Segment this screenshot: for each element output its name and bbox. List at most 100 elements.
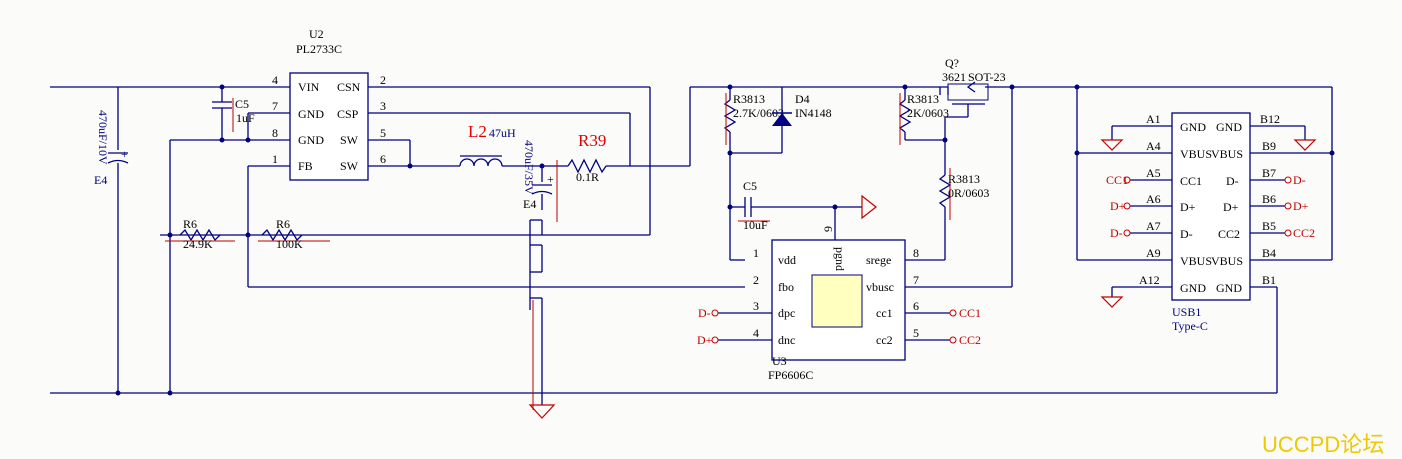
r39-ref: R39 (578, 131, 606, 150)
ground-rail (50, 287, 1278, 394)
r6b-value: 100K (276, 237, 303, 251)
r3813a-ref: R3813 (733, 92, 765, 106)
svg-text:6: 6 (913, 299, 919, 313)
q-value: 3621 (942, 70, 966, 84)
svg-text:VIN: VIN (298, 80, 320, 94)
e4-left-capacitor: + 470uF/10V E4 (94, 87, 129, 393)
svg-text:CC1: CC1 (1180, 174, 1202, 188)
e4-mid-capacitor: + 470uF/35V E4 (522, 140, 558, 222)
r3813c-ref: R3813 (948, 172, 980, 186)
svg-text:CSP: CSP (337, 107, 359, 121)
svg-text:CC2: CC2 (1293, 226, 1315, 240)
r3813-2k-resistor: R3813 2K/0603 (898, 84, 949, 145)
svg-text:D+: D+ (1110, 199, 1126, 213)
u3-net-dminus: D- (698, 306, 711, 320)
r39-value: 0.1R (576, 170, 599, 184)
d4-value: IN4148 (795, 106, 832, 120)
svg-text:VBUS: VBUS (1180, 254, 1212, 268)
svg-text:6: 6 (380, 152, 386, 166)
u3-net-dplus: D+ (697, 333, 713, 347)
svg-text:D+: D+ (1223, 200, 1239, 214)
svg-text:B9: B9 (1262, 139, 1276, 153)
r6-24k9-resistor: R6 24.9K (165, 217, 235, 251)
q-pkg: SOT-23 (968, 70, 1006, 84)
svg-text:D-: D- (1180, 227, 1193, 241)
u3-net-cc1: CC1 (959, 306, 981, 320)
l2-ref: L2 (468, 122, 487, 141)
u2-part: PL2733C (296, 42, 342, 56)
svg-text:fbo: fbo (778, 280, 794, 294)
svg-text:GND: GND (1216, 281, 1242, 295)
svg-text:cc1: cc1 (876, 306, 893, 320)
svg-text:D-: D- (1293, 173, 1306, 187)
svg-text:5: 5 (380, 126, 386, 140)
l2-inductor: L2 47uH (459, 122, 568, 167)
d4-ref: D4 (795, 92, 810, 106)
svg-text:B5: B5 (1262, 219, 1276, 233)
l2-value: 47uH (489, 126, 516, 140)
svg-text:SW: SW (340, 159, 359, 173)
svg-text:dnc: dnc (778, 333, 795, 347)
svg-text:GND: GND (1180, 120, 1206, 134)
e4-left-ref: E4 (94, 173, 107, 187)
r3813a-value: 2.7K/0603 (733, 106, 784, 120)
svg-text:8: 8 (272, 126, 278, 140)
svg-text:B1: B1 (1262, 273, 1276, 287)
svg-text:7: 7 (272, 99, 278, 113)
svg-text:7: 7 (913, 273, 919, 287)
svg-text:srege: srege (866, 253, 891, 267)
svg-text:A6: A6 (1146, 192, 1161, 206)
svg-text:A4: A4 (1146, 139, 1161, 153)
forum-watermark: UCCPD论坛 (1262, 432, 1384, 457)
svg-text:1: 1 (272, 152, 278, 166)
c5-10uf-capacitor: C5 10uF (727, 179, 862, 232)
svg-text:CSN: CSN (337, 80, 361, 94)
svg-text:FB: FB (298, 159, 313, 173)
usb-part: Type-C (1172, 319, 1208, 333)
svg-text:GND: GND (298, 133, 324, 147)
svg-text:A7: A7 (1146, 219, 1161, 233)
svg-text:A5: A5 (1146, 166, 1161, 180)
svg-text:+: + (547, 172, 554, 186)
r3813c-value: 0R/0603 (948, 186, 989, 200)
svg-text:B4: B4 (1262, 246, 1276, 260)
q-mosfet: Q? 3621 SOT-23 (910, 56, 1077, 140)
r39-resistor: R39 0.1R (567, 131, 690, 184)
svg-text:vdd: vdd (778, 253, 796, 267)
svg-text:4: 4 (753, 326, 759, 340)
e4-left-value: 470uF/10V (96, 110, 110, 165)
u3-part: FP6606C (768, 368, 813, 382)
u3-pgnd: pgnd (833, 247, 847, 271)
u3-ref: U3 (772, 354, 787, 368)
c5b-ref: C5 (743, 179, 757, 193)
svg-text:8: 8 (913, 246, 919, 260)
svg-text:4: 4 (272, 73, 278, 87)
svg-text:GND: GND (298, 107, 324, 121)
svg-text:D+: D+ (1180, 200, 1196, 214)
svg-text:D+: D+ (1293, 199, 1309, 213)
svg-text:CC2: CC2 (1218, 227, 1240, 241)
u2-pl2733c-chip: U2 PL2733C 4 7 8 1 VIN GND GND FB CSN CS… (272, 27, 386, 181)
q-ref: Q? (945, 56, 959, 70)
svg-text:+: + (121, 147, 128, 161)
c5b-value: 10uF (743, 218, 768, 232)
r6b-ref: R6 (276, 217, 290, 231)
svg-text:A9: A9 (1146, 246, 1161, 260)
r6a-ref: R6 (183, 217, 197, 231)
svg-text:VBUS: VBUS (1180, 147, 1212, 161)
r3813b-ref: R3813 (907, 92, 939, 106)
svg-text:2: 2 (380, 73, 386, 87)
svg-text:CC1: CC1 (1106, 173, 1128, 187)
e4-mid-value: 470uF/35V (522, 140, 536, 195)
c5-ref: C5 (235, 97, 249, 111)
svg-text:3: 3 (753, 299, 759, 313)
u3-pin9: 9 (821, 226, 835, 232)
svg-text:1: 1 (753, 246, 759, 260)
svg-text:cc2: cc2 (876, 333, 893, 347)
r3813b-value: 2K/0603 (907, 106, 949, 120)
c5-input-capacitor: C5 1uF (212, 87, 255, 140)
svg-text:A1: A1 (1146, 112, 1161, 126)
e4-mid-ref: E4 (523, 197, 536, 211)
svg-text:VBUS: VBUS (1211, 147, 1243, 161)
